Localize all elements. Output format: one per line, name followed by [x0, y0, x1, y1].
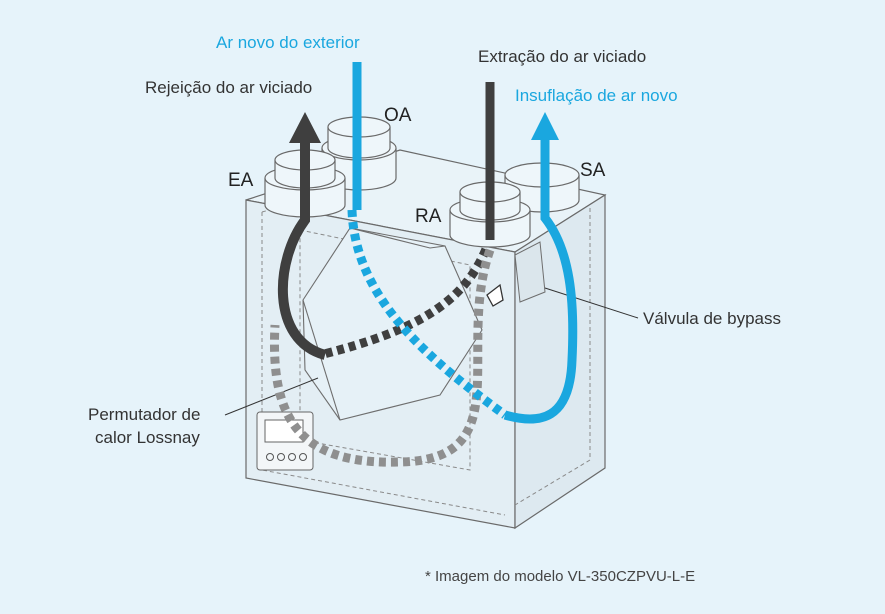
supply-arrow-icon — [531, 112, 559, 140]
port-oa: OA — [384, 105, 412, 126]
exhaust-air-outlet — [277, 140, 327, 360]
extract-air-label: Extração do ar viciado — [478, 47, 647, 66]
heat-exchanger-label-line1: Permutador de — [88, 405, 201, 424]
model-footnote: * Imagem do modelo VL-350CZPVU-L-E — [425, 568, 696, 585]
fresh-air-path — [347, 209, 508, 419]
port-sa: SA — [580, 160, 606, 181]
bypass-valve-label: Válvula de bypass — [643, 309, 781, 328]
bypass-leader — [544, 287, 639, 319]
supply-air-label: Insuflação de ar novo — [515, 86, 678, 105]
bypass-valve — [486, 241, 546, 307]
return-air-path — [269, 248, 495, 467]
lossnay-core — [302, 227, 483, 421]
heat-exchanger-label-line2: calor Lossnay — [95, 428, 200, 447]
main-airflows — [277, 62, 578, 424]
port-ra: RA — [415, 206, 442, 227]
supply-air-outlet — [503, 135, 578, 424]
port-ea: EA — [228, 170, 254, 191]
exhaust-air-label: Rejeição do ar viciado — [145, 78, 313, 97]
outdoor-air-label: Ar novo do exterior — [216, 33, 360, 52]
exhaust-arrow-icon — [289, 112, 321, 143]
internal-airflows — [269, 209, 508, 467]
exchanger-leader — [224, 377, 319, 416]
stale-air-path — [318, 236, 495, 360]
